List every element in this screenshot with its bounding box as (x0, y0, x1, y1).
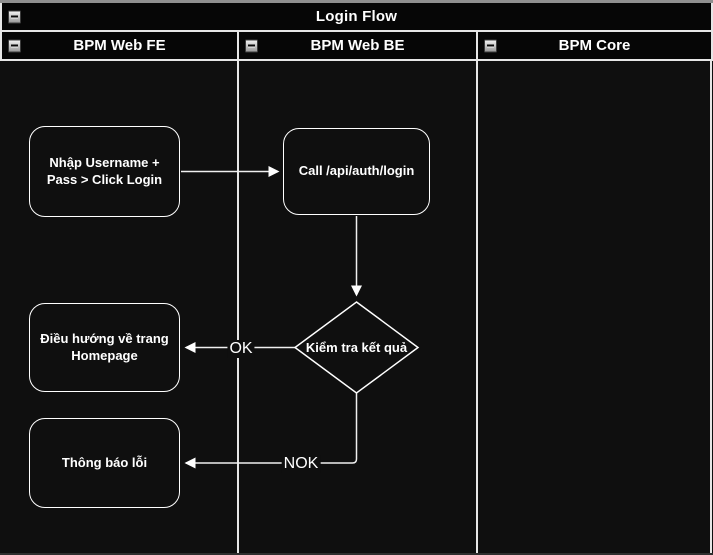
pool-top-border (0, 0, 713, 3)
node-label: Điều hướng về trang Homepage (40, 331, 169, 363)
lane-fe-label: BPM Web FE (73, 37, 166, 54)
lane-divider-be-core (476, 61, 478, 553)
lane-be-collapse-button[interactable] (245, 39, 258, 52)
lane-core-label: BPM Core (558, 37, 631, 54)
edge-decision-to-error (184, 393, 358, 469)
node-label: Kiểm tra kết quả (305, 340, 408, 355)
node-call-login-api[interactable]: Call /api/auth/login (283, 128, 430, 215)
minus-icon (11, 44, 18, 47)
header-separator-top (0, 30, 713, 32)
node-redirect-homepage[interactable]: Điều hướng về trang Homepage (29, 303, 180, 392)
lane-header-bpm-web-fe[interactable]: BPM Web FE (2, 32, 237, 59)
lane-fe-collapse-button[interactable] (8, 39, 21, 52)
pool-right-border (710, 61, 712, 553)
pool-collapse-button[interactable] (8, 10, 21, 23)
pool-title-bar: Login Flow (0, 3, 713, 30)
node-check-result[interactable]: Kiểm tra kết quả (295, 302, 418, 393)
node-label: Nhập Username + Pass > Click Login (46, 155, 163, 187)
lane-divider-fe-be (237, 61, 239, 553)
canvas-bottom-edge (0, 553, 713, 555)
edge-label-ok[interactable]: OK (227, 340, 255, 358)
lane-be-label: BPM Web BE (310, 37, 405, 54)
node-label: Call /api/auth/login (298, 163, 415, 179)
minus-icon (248, 44, 255, 47)
edge-label-nok[interactable]: NOK (281, 455, 321, 473)
pool-title: Login Flow (315, 8, 398, 25)
node-input-credentials[interactable]: Nhập Username + Pass > Click Login (29, 126, 180, 217)
minus-icon (11, 15, 18, 18)
minus-icon (487, 44, 494, 47)
node-show-error[interactable]: Thông báo lỗi (29, 418, 180, 508)
lane-header-row: BPM Web FE BPM Web BE BPM Core (0, 32, 713, 59)
node-label: Thông báo lỗi (61, 454, 148, 470)
lane-header-bpm-core[interactable]: BPM Core (478, 32, 711, 59)
lane-core-collapse-button[interactable] (484, 39, 497, 52)
lane-header-bpm-web-be[interactable]: BPM Web BE (237, 32, 478, 59)
header-separator-bottom (0, 59, 713, 61)
